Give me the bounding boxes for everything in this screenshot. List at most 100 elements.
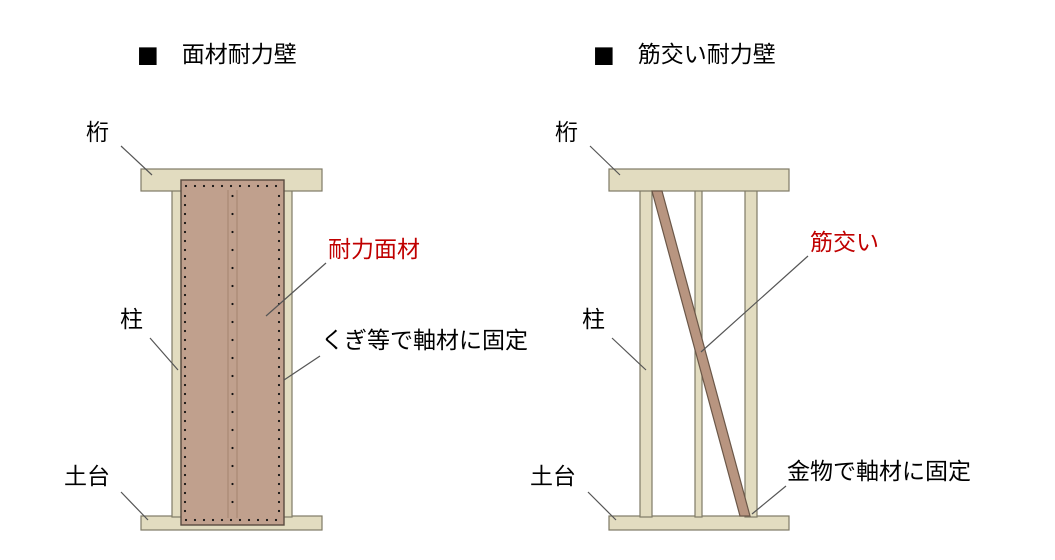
left-label-panel: 耐力面材 bbox=[328, 237, 420, 263]
nail-dot bbox=[211, 184, 215, 188]
nail-dot bbox=[231, 410, 234, 414]
nail-dot bbox=[231, 284, 234, 288]
left-leader-beam bbox=[120, 145, 153, 176]
nail-dot bbox=[256, 184, 260, 188]
right-post-right bbox=[744, 189, 758, 518]
nail-dot bbox=[231, 392, 234, 396]
nail-dot bbox=[183, 419, 187, 423]
nail-dot bbox=[183, 446, 187, 450]
nail-dot bbox=[277, 203, 281, 207]
right-leader-brace bbox=[700, 255, 809, 353]
nail-dot bbox=[193, 184, 197, 188]
braced-wall-title: ■ 筋交い耐力壁 bbox=[593, 42, 776, 68]
nail-dot bbox=[183, 275, 187, 279]
nail-dot bbox=[229, 184, 233, 188]
left-label-beam: 桁 bbox=[86, 120, 109, 146]
nail-dot bbox=[229, 518, 233, 522]
right-label-post: 柱 bbox=[582, 307, 605, 333]
nail-dot bbox=[277, 473, 281, 477]
right-label-beam: 桁 bbox=[555, 120, 578, 146]
nail-dot bbox=[183, 221, 187, 225]
nail-dot bbox=[184, 184, 188, 188]
nail-dot bbox=[277, 392, 281, 396]
nail-dot bbox=[231, 338, 234, 342]
nail-dot bbox=[277, 284, 281, 288]
nail-dot bbox=[277, 509, 281, 513]
nail-dot bbox=[274, 518, 278, 522]
nail-dot bbox=[183, 284, 187, 288]
nail-dot bbox=[183, 392, 187, 396]
right-leader-fix bbox=[751, 485, 787, 515]
nail-dot bbox=[277, 464, 281, 468]
nail-dot bbox=[183, 230, 187, 234]
nail-dot bbox=[231, 356, 234, 360]
nail-dot bbox=[183, 257, 187, 261]
left-leader-sill bbox=[120, 491, 149, 521]
nail-dot bbox=[277, 347, 281, 351]
nail-dot bbox=[202, 184, 206, 188]
nail-dot bbox=[277, 419, 281, 423]
nail-dot bbox=[277, 212, 281, 216]
nail-dot bbox=[277, 257, 281, 261]
left-leader-post bbox=[149, 337, 179, 371]
nail-dot bbox=[277, 383, 281, 387]
right-post-left bbox=[639, 189, 653, 518]
panel-nails bbox=[183, 184, 281, 522]
nail-dot bbox=[183, 212, 187, 216]
nail-dot bbox=[231, 446, 234, 450]
nail-dot bbox=[183, 248, 187, 252]
nail-dot bbox=[183, 203, 187, 207]
nail-dot bbox=[238, 184, 242, 188]
nail-dot bbox=[231, 482, 234, 486]
right-beam bbox=[608, 168, 790, 192]
nail-dot bbox=[183, 455, 187, 459]
nail-dot bbox=[183, 464, 187, 468]
nail-dot bbox=[277, 221, 281, 225]
nail-dot bbox=[183, 437, 187, 441]
nail-dot bbox=[277, 500, 281, 504]
nail-dot bbox=[183, 356, 187, 360]
nail-dot bbox=[265, 518, 269, 522]
nail-dot bbox=[211, 518, 215, 522]
nail-dot bbox=[277, 428, 281, 432]
panel-wall: ■ 面材耐力壁 桁 柱 土台 耐力面材 くぎ等で軸材に固定 bbox=[64, 42, 528, 531]
nail-dot bbox=[183, 302, 187, 306]
nail-dot bbox=[183, 347, 187, 351]
nail-dot bbox=[183, 500, 187, 504]
nail-dot bbox=[277, 248, 281, 252]
nail-dot bbox=[220, 184, 224, 188]
nail-dot bbox=[231, 464, 234, 468]
nail-dot bbox=[277, 329, 281, 333]
nail-dot bbox=[247, 518, 251, 522]
nail-dot bbox=[277, 374, 281, 378]
nail-dot bbox=[277, 311, 281, 315]
left-label-sill: 土台 bbox=[64, 464, 110, 490]
nail-dot bbox=[277, 338, 281, 342]
nail-dot bbox=[193, 518, 197, 522]
nail-dot bbox=[277, 275, 281, 279]
bearing-panel bbox=[180, 179, 285, 526]
nail-dot bbox=[277, 482, 281, 486]
nail-dot bbox=[183, 374, 187, 378]
nail-dot bbox=[183, 365, 187, 369]
nail-dot bbox=[183, 239, 187, 243]
braced-wall: ■ 筋交い耐力壁 桁 柱 土台 筋交い 金物で軸材に固定 bbox=[530, 42, 971, 531]
panel-wall-title: ■ 面材耐力壁 bbox=[137, 42, 297, 68]
nail-dot bbox=[231, 266, 234, 270]
left-label-post: 柱 bbox=[120, 307, 143, 333]
nail-dot bbox=[277, 491, 281, 495]
nail-dot bbox=[231, 230, 234, 234]
right-leader-post bbox=[611, 337, 647, 371]
nail-dot bbox=[277, 239, 281, 243]
nail-dot bbox=[183, 509, 187, 513]
nail-dot bbox=[231, 500, 234, 504]
nail-dot bbox=[202, 518, 206, 522]
nail-dot bbox=[277, 446, 281, 450]
nail-dot bbox=[231, 212, 234, 216]
nail-dot bbox=[277, 266, 281, 270]
right-sill bbox=[608, 515, 790, 531]
nail-dot bbox=[231, 248, 234, 252]
nail-dot bbox=[183, 320, 187, 324]
nail-dot bbox=[277, 194, 281, 198]
